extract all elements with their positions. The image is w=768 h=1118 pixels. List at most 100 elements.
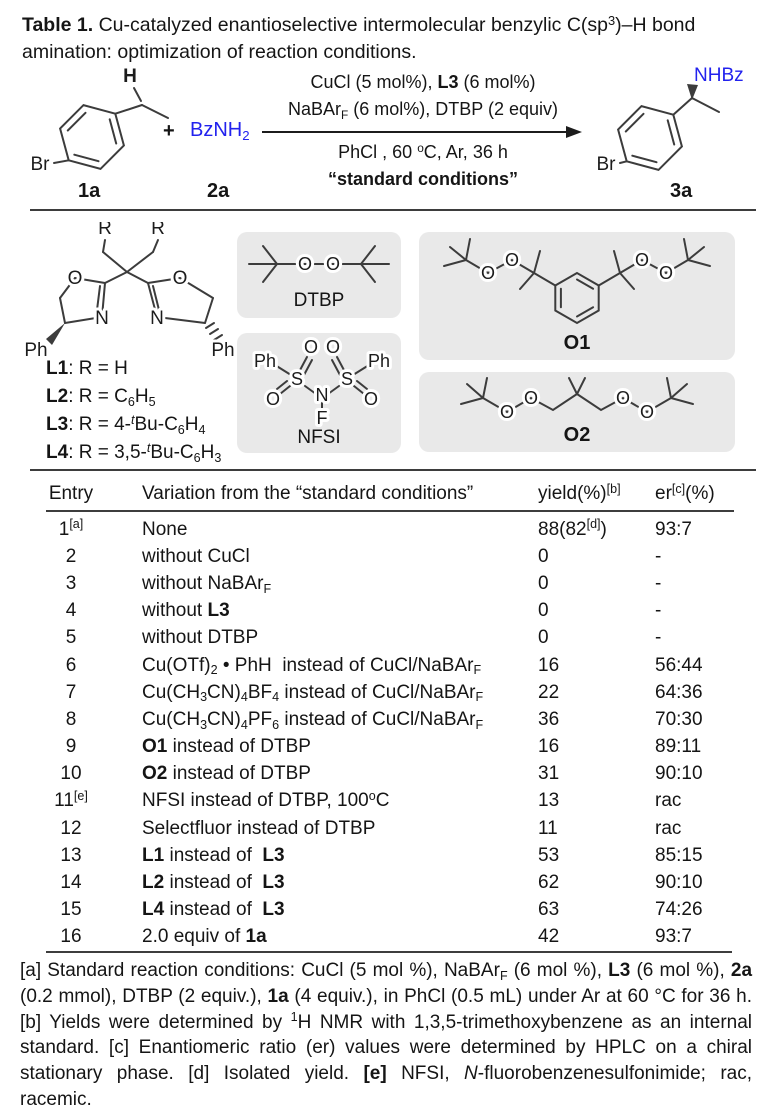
cell-variation: None — [142, 518, 188, 540]
ligand-definition-l4: L4: R = 3,5-tBu-C6H3 — [46, 440, 222, 465]
cell-variation: L4 instead of L3 — [142, 899, 285, 921]
section-divider-top — [30, 209, 756, 211]
oxygen-label: O — [524, 388, 538, 408]
r-group-label: R — [98, 222, 112, 239]
table-title: Table 1. Cu-catalyzed enantioselective i… — [22, 12, 696, 63]
cell-entry: 9 — [65, 736, 77, 758]
nhbz-label: NHBz — [694, 65, 744, 86]
table-rule-top — [30, 469, 756, 471]
dtbp-panel: O O DTBP — [237, 232, 401, 318]
cell-yield: 0 — [538, 627, 549, 649]
cell-er: - — [655, 572, 662, 594]
stereo-wedge-bond — [46, 323, 65, 345]
table-row: 11[e] NFSI instead of DTBP, 100oC 13 rac — [0, 788, 768, 815]
cell-yield: 36 — [538, 708, 560, 730]
cell-yield: 31 — [538, 763, 560, 785]
dtbp-label: DTBP — [293, 290, 345, 311]
structure-o2: O O O O — [460, 377, 694, 424]
cell-entry: 1[a] — [58, 517, 84, 540]
ligand-definition-l1: L1: R = H — [46, 358, 128, 379]
oxygen-label: O — [304, 337, 318, 357]
cell-entry: 7 — [65, 681, 77, 703]
cell-variation: without NaBArF — [142, 572, 272, 596]
cell-er: 64:36 — [655, 681, 703, 703]
structure-o1: O O O O — [443, 238, 711, 325]
cell-er: 93:7 — [655, 518, 692, 540]
oxygen-label: O — [616, 388, 630, 408]
cell-entry: 2 — [65, 545, 77, 567]
cell-yield: 42 — [538, 926, 560, 948]
ligand-definition-l3: L3: R = 4-tBu-C6H4 — [46, 412, 206, 437]
structure-dtbp: O O — [248, 245, 390, 283]
cell-variation: Cu(OTf)2 • PhH instead of CuCl/NaBArF — [142, 654, 482, 678]
phenyl-label: Ph — [368, 351, 390, 371]
cell-entry: 13 — [60, 844, 82, 866]
cell-entry: 11[e] — [54, 789, 88, 812]
sulfur-label: S — [291, 369, 303, 389]
cell-er: 70:30 — [655, 708, 703, 730]
amine-reagent: BzNH2 — [190, 119, 250, 143]
cell-er: - — [655, 545, 662, 567]
cell-variation: without DTBP — [142, 627, 259, 649]
cell-yield: 62 — [538, 872, 560, 894]
fluorine-label: F — [317, 408, 328, 427]
cell-yield: 53 — [538, 844, 560, 866]
oxygen-label: O — [500, 402, 514, 422]
cell-yield: 0 — [538, 545, 549, 567]
cell-yield: 16 — [538, 736, 560, 758]
cell-er: rac — [655, 790, 682, 812]
cell-entry: 4 — [65, 600, 77, 622]
cell-er: 90:10 — [655, 763, 703, 785]
cell-yield: 0 — [538, 572, 549, 594]
cell-variation: O2 instead of DTBP — [142, 763, 311, 785]
o1-label: O1 — [563, 332, 591, 354]
structure-bisoxazoline-ligand: R R O O N N Ph Ph — [21, 222, 235, 358]
cell-entry: 12 — [60, 817, 82, 839]
cell-entry: 6 — [65, 654, 77, 676]
conditions-line-2: NaBArF (6 mol%), DTBP (2 equiv) — [287, 99, 558, 122]
cell-er: - — [655, 600, 662, 622]
compound-label-3a: 3a — [670, 180, 693, 202]
cell-yield: 63 — [538, 899, 560, 921]
cell-entry: 15 — [60, 899, 82, 921]
structure-nfsi: Ph Ph S S O O O O N F — [251, 335, 393, 427]
cell-er: - — [655, 627, 662, 649]
oxygen-label: O — [326, 337, 340, 357]
cell-yield: 0 — [538, 600, 549, 622]
cell-yield: 11 — [538, 817, 558, 839]
table-row: 4 without L3 0 - — [0, 598, 768, 625]
oxygen-label: O — [298, 254, 312, 274]
oxygen-label: O — [364, 389, 378, 409]
cell-variation: O1 instead of DTBP — [142, 736, 311, 758]
cell-er: rac — [655, 817, 682, 839]
header-variation: Variation from the “standard conditions” — [142, 483, 474, 504]
cell-variation: without L3 — [142, 600, 230, 622]
sulfur-label: S — [341, 369, 353, 389]
plus-sign: + — [163, 120, 175, 142]
compound-label-2a: 2a — [207, 180, 230, 202]
header-er: er[c](%) — [655, 481, 715, 504]
cell-yield: 13 — [538, 790, 560, 812]
stereo-wedge-bond — [687, 84, 698, 100]
oxidant-o1-panel: O O O O O1 — [419, 232, 735, 360]
o2-label: O2 — [563, 424, 591, 446]
conditions-line-4: “standard conditions” — [327, 169, 518, 189]
cell-variation: NFSI instead of DTBP, 100oC — [142, 789, 390, 812]
nitrogen-label: N — [316, 385, 329, 405]
oxygen-label: O — [68, 268, 83, 289]
cell-er: 56:44 — [655, 654, 703, 676]
oxygen-label: O — [635, 250, 649, 270]
phenyl-label: Ph — [254, 351, 276, 371]
stereo-hash-bond — [205, 322, 223, 341]
